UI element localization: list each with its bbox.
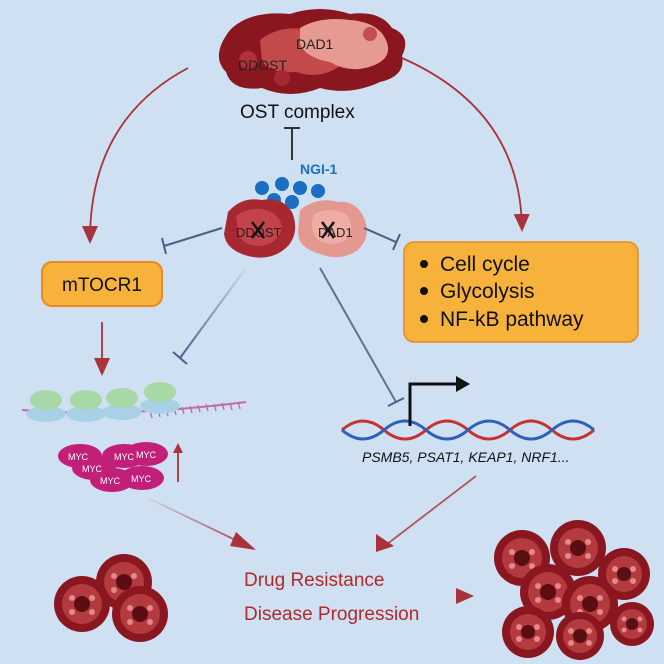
target-genes-label: PSMB5, PSAT1, KEAP1, NRF1... bbox=[362, 449, 569, 465]
ost-complex-protein bbox=[218, 9, 406, 94]
ngi1-label: NGI-1 bbox=[300, 161, 338, 177]
cross-mark-icon bbox=[251, 221, 335, 239]
myc-label-3: MYC bbox=[114, 452, 135, 462]
myc-label-1: MYC bbox=[68, 452, 89, 462]
ribosome-icons bbox=[26, 382, 180, 422]
myc-cluster bbox=[58, 442, 168, 492]
transcription-start-arrow bbox=[408, 382, 458, 426]
myc-to-outcome-arrowhead-icon bbox=[230, 532, 256, 550]
myc-label-4: MYC bbox=[136, 450, 157, 460]
outcome-drug-resistance: Drug Resistance bbox=[244, 570, 384, 591]
pathway-item-glycolysis: Glycolysis bbox=[440, 280, 535, 303]
tumor-cluster-large bbox=[494, 520, 654, 660]
pathway-item-cell-cycle: Cell cycle bbox=[440, 253, 530, 276]
genes-to-outcome-arrow bbox=[381, 475, 477, 549]
ost-to-mtor-arrow bbox=[82, 67, 189, 244]
mtor-box bbox=[41, 261, 163, 307]
pathway-item-nfkb: NF-kB pathway bbox=[440, 308, 584, 331]
dna-helix bbox=[341, 419, 595, 441]
pathways-box bbox=[403, 241, 639, 343]
ost-subunit-dad1-label: DAD1 bbox=[296, 36, 334, 52]
ost-complex-title: OST complex bbox=[240, 102, 355, 123]
genes-to-outcome-arrowhead-icon bbox=[376, 534, 394, 552]
inhibit-mtor-line bbox=[161, 227, 223, 255]
inhibit-translation-line bbox=[172, 267, 247, 365]
transcription-arrow-head-icon bbox=[456, 376, 470, 392]
ost-to-pathways-arrow bbox=[401, 57, 530, 232]
inhibit-pathways-line bbox=[363, 227, 401, 251]
inhibit-transcription-line bbox=[319, 267, 405, 407]
myc-label-5: MYC bbox=[100, 476, 121, 486]
ost-subunit-ddost-label: DDOST bbox=[238, 57, 287, 73]
myc-label-6: MYC bbox=[131, 474, 152, 484]
pathway-bullets bbox=[420, 260, 428, 323]
myc-label-2: MYC bbox=[82, 464, 103, 474]
tumor-cluster-small bbox=[54, 554, 168, 642]
mtor-label: mTOCR1 bbox=[62, 275, 142, 296]
ngi-inhibits-ost bbox=[284, 127, 300, 160]
outcome-disease-progression: Disease Progression bbox=[244, 604, 419, 625]
